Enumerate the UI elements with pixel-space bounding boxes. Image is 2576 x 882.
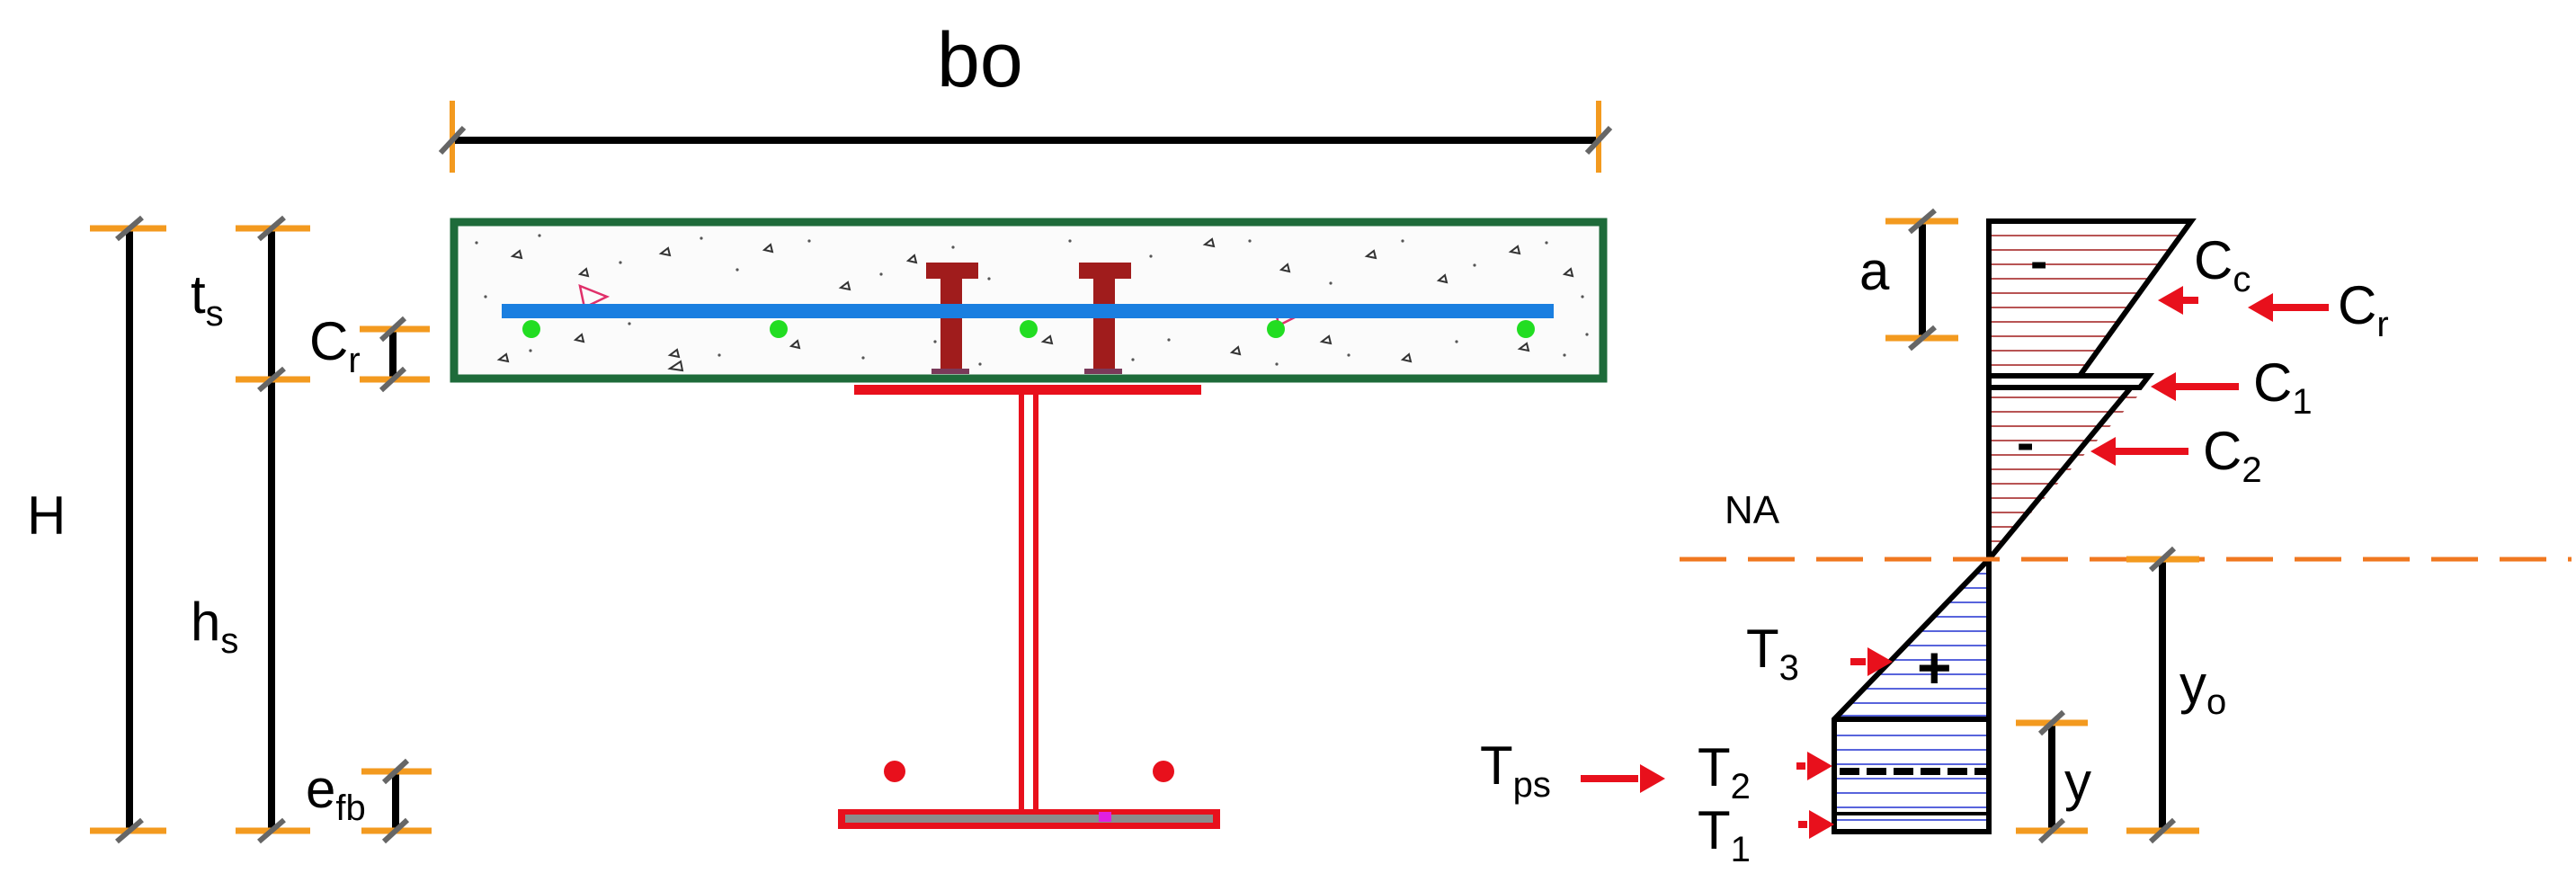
bo-dimension: bo <box>438 17 1613 173</box>
aggregate-texture <box>496 237 1574 372</box>
yo-label: yo <box>2179 655 2226 722</box>
arrow-tps <box>1581 764 1665 793</box>
arrow-t1 <box>1798 810 1834 839</box>
cr-force-label: Cr <box>2338 275 2389 344</box>
cr-dimension: Cr <box>309 311 430 393</box>
speckles <box>475 234 1589 366</box>
shear-stud-left <box>926 263 978 374</box>
bo-label: bo <box>937 17 1023 103</box>
plus-label: + <box>1917 634 1952 700</box>
arrow-c1 <box>2151 372 2239 401</box>
arrow-t3 <box>1850 647 1893 676</box>
marker-triangle <box>578 283 611 309</box>
efb-label: efb <box>306 759 366 828</box>
ts-label: ts <box>191 264 224 334</box>
height-dimension: H <box>27 215 166 844</box>
a-label: a <box>1859 241 1890 301</box>
hs-label: hs <box>191 592 238 661</box>
t1-label: T1 <box>1698 800 1751 869</box>
stress-diagram: - - + <box>1832 218 2197 834</box>
steel-i-beam <box>838 385 1220 829</box>
tps-label: Tps <box>1480 735 1551 805</box>
minus-mid-label: - <box>2017 414 2034 472</box>
a-dimension: a <box>1859 208 1958 352</box>
neutral-axis: NA <box>1680 488 2572 562</box>
arrow-t2 <box>1796 752 1832 780</box>
y-label: y <box>2064 752 2091 812</box>
shear-stud-right <box>1079 263 1131 374</box>
h-label: H <box>27 486 66 546</box>
yo-dimension: yo <box>2126 546 2226 844</box>
y-dimension: y <box>2016 709 2091 844</box>
arrow-c2 <box>2090 437 2188 466</box>
prestress-strands <box>884 761 1174 782</box>
t3-label: T3 <box>1746 619 1799 688</box>
c1-label: C1 <box>2253 352 2313 422</box>
arrow-cr <box>2248 293 2329 322</box>
arrow-cc <box>2158 286 2198 315</box>
concrete-slab <box>450 218 1608 383</box>
efb-dimension: efb <box>306 758 432 844</box>
c2-label: C2 <box>2203 421 2262 490</box>
rebar-dots <box>522 320 1535 338</box>
cr-label: Cr <box>309 311 361 380</box>
na-label: NA <box>1725 488 1780 532</box>
t2-label: T2 <box>1698 737 1751 806</box>
cc-label: Cc <box>2194 230 2251 299</box>
slab-steel-dimension: ts hs <box>191 215 310 844</box>
minus-top-label: - <box>2030 232 2047 290</box>
